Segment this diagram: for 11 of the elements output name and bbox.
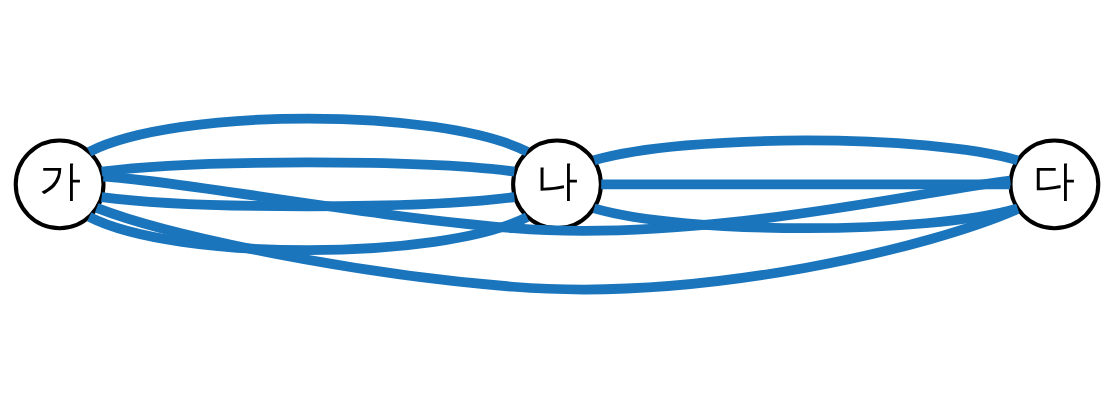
- connector: [101, 157, 515, 176]
- connector: [95, 202, 1020, 294]
- node-circle: 다: [1008, 137, 1101, 230]
- connector: [593, 203, 1019, 233]
- node-circle: 가: [13, 137, 106, 230]
- connector: [601, 178, 1011, 189]
- connector: [87, 113, 529, 156]
- connector: [101, 191, 515, 211]
- connector: [593, 135, 1019, 165]
- connector: [102, 171, 1011, 236]
- connector: [87, 211, 529, 255]
